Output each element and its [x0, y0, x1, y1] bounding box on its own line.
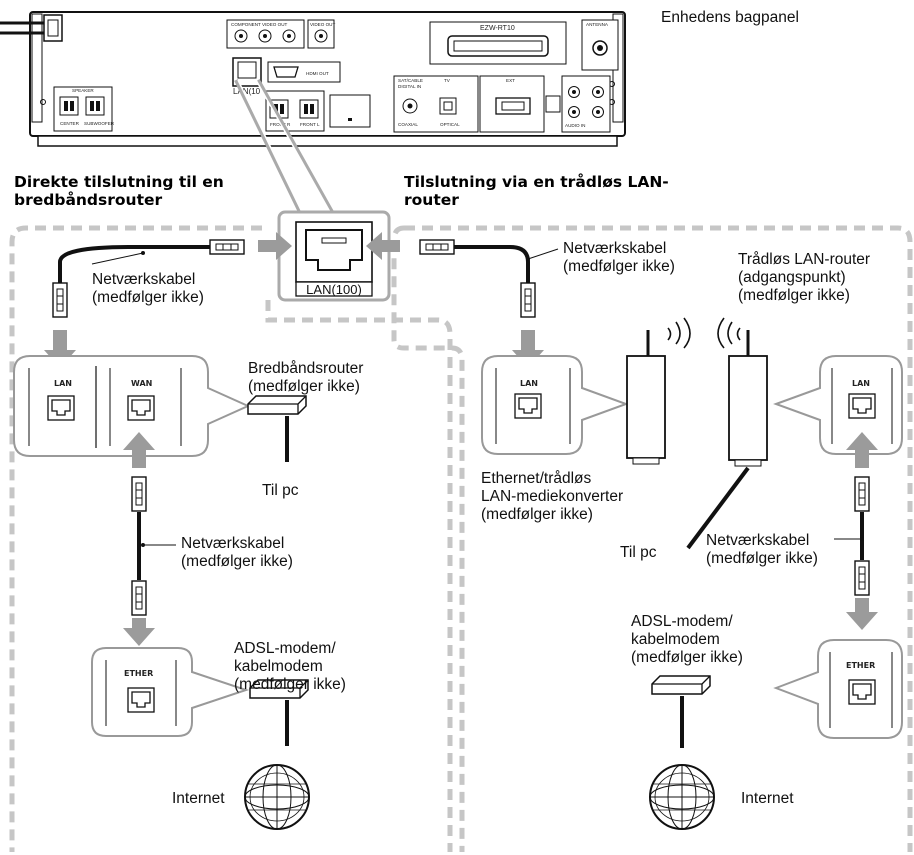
right-network-cable-lower — [834, 476, 870, 596]
left-modem-ether-label: ETHER — [124, 669, 153, 678]
router-lan-port-label: LAN — [54, 379, 72, 388]
left-modem-note: (medfølger ikke) — [234, 676, 346, 693]
right-adsl-modem-label: ADSL-modem/ — [631, 613, 733, 630]
right-to-pc-label: Til pc — [620, 544, 657, 561]
ethernet-converter-label-1: Ethernet/trådløs — [481, 470, 592, 487]
audio-in-jacks: AUDIO IN — [561, 75, 611, 133]
speaker-label: SPEAKER — [72, 88, 94, 93]
right-top-cable-label: Netværkskabel — [563, 240, 666, 257]
wireless-router-label: Trådløs LAN-router — [738, 251, 870, 268]
right-globe-icon — [649, 764, 715, 830]
video-out: VIDEO OUT — [307, 19, 335, 49]
right-modem-ether-label: ETHER — [846, 661, 875, 670]
wireless-router-lan-port-label: LAN — [852, 379, 870, 388]
coaxial-label: COAXIAL — [398, 122, 418, 127]
component-video-out: COMPONENT VIDEO OUT — [226, 19, 305, 49]
arrow-down-to-modem — [123, 618, 155, 646]
digital-inputs: SAT/CABLE TV DIGITAL IN COAXIAL OPTICAL — [393, 75, 479, 133]
tv-label: TV — [444, 78, 451, 83]
arrow-into-port-left — [258, 232, 292, 260]
audio-in-label: AUDIO IN — [565, 123, 585, 128]
left-modem-panel: ETHER — [91, 647, 250, 737]
video-out-label: VIDEO OUT — [310, 22, 335, 27]
power-cord-icon — [0, 14, 63, 42]
left-region-border — [9, 225, 453, 852]
speaker-impedance-box — [329, 94, 371, 128]
left-network-cable-middle — [131, 476, 176, 616]
zoom-lines — [234, 79, 334, 213]
magnified-lan-port: LAN(100) — [277, 210, 391, 302]
sat-cable-label: SAT/CABLE — [398, 78, 423, 83]
right-region-border — [391, 225, 913, 852]
right-modem-panel: ETHER — [773, 639, 903, 739]
media-converter-panel: LAN — [481, 355, 629, 455]
left-middle-cable-label: Netværkskabel — [181, 535, 284, 552]
left-section-header-line1: Direkte tilslutning til en — [14, 173, 224, 191]
broadband-router-label: Bredbåndsrouter — [248, 360, 363, 377]
left-top-cable-note: (medfølger ikke) — [92, 289, 204, 306]
device-lan-label: LAN(10 — [233, 87, 261, 96]
access-point-label: (adgangspunkt) — [738, 269, 846, 286]
router-pc-cable-right — [686, 466, 750, 550]
converter-lan-port-label: LAN — [520, 379, 538, 388]
subwoofer-label: SUBWOOFER — [84, 121, 115, 126]
front-l-label: FRONT L — [300, 122, 320, 127]
antenna-jack: ANTENNA — [581, 19, 619, 71]
device-title: Enhedens bagpanel — [661, 9, 799, 26]
router-wan-port-label: WAN — [131, 379, 152, 388]
right-modem-icon — [651, 675, 711, 695]
media-converter-icon — [626, 317, 691, 465]
left-top-cable-label: Netværkskabel — [92, 271, 195, 288]
right-lower-cable-note: (medfølger ikke) — [706, 550, 818, 567]
digital-in-label: DIGITAL IN — [398, 84, 421, 89]
device-lan-port: LAN(10 — [232, 57, 262, 96]
arrow-down-to-right-modem — [846, 598, 878, 630]
right-lower-cable-label: Netværkskabel — [706, 532, 809, 549]
hdmi-out-label: HDMI OUT — [306, 71, 329, 76]
right-cable-modem-label: kabelmodem — [631, 631, 720, 648]
antenna-label: ANTENNA — [586, 22, 609, 27]
hdmi-out-port: HDMI OUT — [267, 61, 341, 83]
speaker-terminals: SPEAKER CENTER SUBWOOFER — [53, 86, 115, 132]
left-globe-icon — [244, 764, 310, 830]
optical-label: OPTICAL — [440, 122, 460, 127]
ezw-rt10-label: EZW-RT10 — [480, 25, 515, 32]
broadband-router-icon — [247, 395, 307, 415]
wireless-router-lan-panel: LAN — [773, 355, 903, 455]
ext-port: EXT — [479, 75, 545, 133]
left-internet-label: Internet — [172, 790, 225, 807]
ethernet-converter-note: (medfølger ikke) — [481, 506, 593, 523]
left-adsl-modem-label: ADSL-modem/ — [234, 640, 336, 657]
right-section-header-line2: router — [404, 191, 459, 209]
arrow-up-to-wan — [123, 432, 155, 468]
lan100-label: LAN(100) — [306, 282, 362, 297]
left-cable-modem-label: kabelmodem — [234, 658, 323, 675]
left-middle-cable-note: (medfølger ikke) — [181, 553, 293, 570]
ext-label: EXT — [506, 78, 515, 83]
ethernet-converter-label-2: LAN-mediekonverter — [481, 488, 623, 505]
wireless-router-icon — [717, 317, 768, 467]
left-section-header-line2: bredbåndsrouter — [14, 190, 163, 209]
wireless-router-note: (medfølger ikke) — [738, 287, 850, 304]
right-section-header-line1: Tilslutning via en trådløs LAN- — [404, 172, 669, 191]
broadband-router-panel: LAN WAN — [13, 355, 251, 457]
right-internet-label: Internet — [741, 790, 794, 807]
ezw-rt10-slot: EZW-RT10 — [429, 21, 567, 65]
component-video-label: COMPONENT VIDEO OUT — [231, 22, 288, 27]
left-network-cable-top — [52, 239, 245, 318]
center-label: CENTER — [60, 121, 80, 126]
input-switch — [545, 95, 561, 113]
left-to-pc-label: Til pc — [262, 482, 299, 499]
arrow-up-to-router-lan — [846, 432, 878, 468]
device-rear-panel: SPEAKER CENTER SUBWOOFER COMPONENT VIDEO… — [0, 11, 626, 147]
arrow-into-port-right — [366, 232, 400, 260]
right-top-cable-note: (medfølger ikke) — [563, 258, 675, 275]
right-modem-note: (medfølger ikke) — [631, 649, 743, 666]
broadband-router-note: (medfølger ikke) — [248, 378, 360, 395]
right-network-cable-top — [419, 239, 559, 318]
